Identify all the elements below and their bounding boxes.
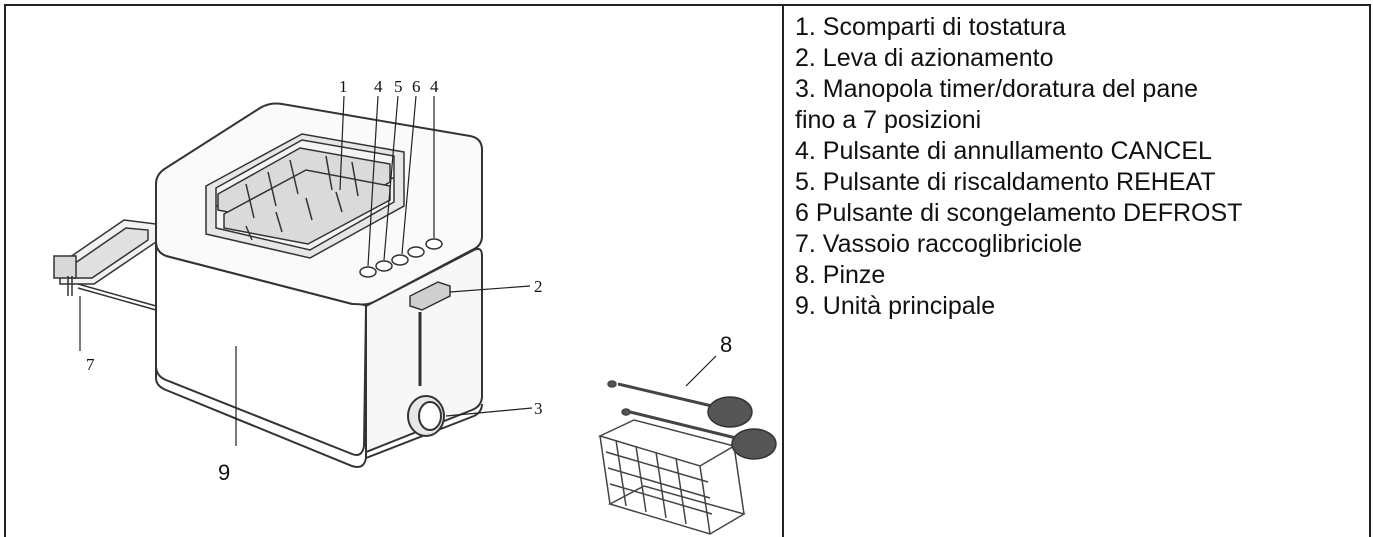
- legend-item: 8. Pinze: [795, 261, 886, 289]
- callout-1: 1: [339, 77, 348, 96]
- legend-item: 3. Manopola timer/doratura del pane: [795, 75, 1199, 103]
- legend-item: 6 Pulsante di scongelamento DEFROST: [795, 199, 1243, 227]
- callout-7: 7: [86, 355, 95, 374]
- callout-2: 2: [534, 277, 543, 296]
- legend-item: 1. Scomparti di tostatura: [795, 13, 1066, 41]
- callout-5: 5: [394, 77, 403, 96]
- toaster-illustration: 1 4 5 6 4 2 3 7 8 9: [53, 77, 777, 535]
- toasting-slots: [205, 133, 405, 259]
- control-buttons: [359, 238, 443, 278]
- table-right-border: [1369, 4, 1371, 537]
- crumb-tray: [53, 219, 157, 311]
- leader-lines: [79, 95, 717, 446]
- parts-legend: 1. Scomparti di tostatura 2. Leva di azi…: [795, 12, 1365, 322]
- callout-4a: 4: [374, 77, 383, 96]
- callout-9: 9: [218, 460, 230, 485]
- callout-3: 3: [534, 399, 543, 418]
- callout-6: 6: [412, 77, 421, 96]
- legend-item: 2. Leva di azionamento: [795, 44, 1054, 72]
- legend-item: 4. Pulsante di annullamento CANCEL: [795, 137, 1212, 165]
- tongs: [597, 380, 777, 535]
- column-divider: [782, 4, 784, 537]
- legend-item-continuation: fino a 7 posizioni: [795, 106, 982, 134]
- operating-lever: [409, 281, 451, 386]
- legend-item: 7. Vassoio raccoglibriciole: [795, 230, 1083, 258]
- legend-item: 9. Unità principale: [795, 292, 996, 320]
- callout-8: 8: [720, 332, 732, 357]
- table-frame: [4, 4, 1370, 537]
- toaster-diagram: 1 4 5 6 4 2 3 7 8 9: [6, 6, 782, 537]
- timer-knob: [407, 395, 445, 437]
- callout-4b: 4: [430, 77, 439, 96]
- legend-item: 5. Pulsante di riscaldamento REHEAT: [795, 168, 1216, 196]
